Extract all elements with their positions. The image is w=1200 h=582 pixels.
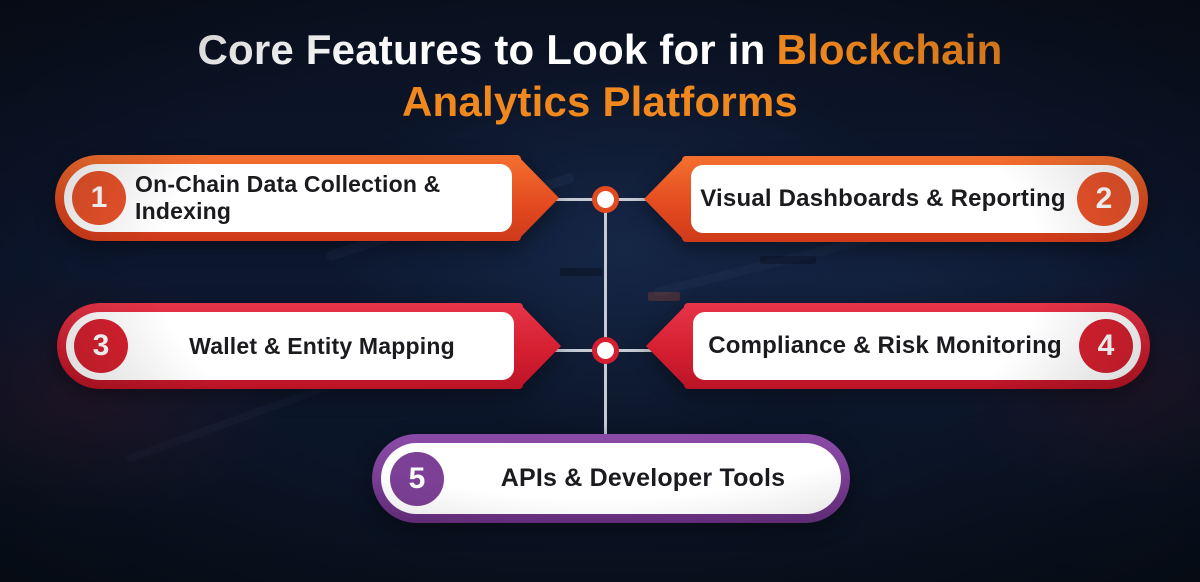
- page-title-line-2: Analytics Platforms: [402, 78, 798, 126]
- card-body: [381, 443, 841, 514]
- connector-node-1: [592, 186, 619, 213]
- background-circuit-bar: [648, 292, 680, 301]
- arrow-tip-right-icon: [519, 303, 561, 389]
- feature-card-5: 5 APIs & Developer Tools: [372, 434, 850, 523]
- feature-label: On-Chain Data Collection & Indexing: [135, 171, 441, 224]
- feature-card-4: 4 Compliance & Risk Monitoring: [646, 303, 1150, 389]
- background-streak: [125, 381, 334, 464]
- feature-number-badge: 5: [390, 451, 444, 506]
- feature-label: APIs & Developer Tools: [500, 464, 786, 492]
- arrow-tip-right-icon: [517, 155, 559, 241]
- card-body: [64, 164, 512, 232]
- title-text-white: Core Features to Look for in: [197, 26, 766, 73]
- card-body: [693, 312, 1141, 380]
- background-circuit-bar: [560, 268, 602, 276]
- feature-label: Compliance & Risk Monitoring: [708, 332, 1062, 359]
- background-circuit-bar: [760, 256, 816, 264]
- connector-vertical-line: [604, 199, 607, 439]
- feature-number-badge: 1: [72, 171, 126, 225]
- feature-label: Wallet & Entity Mapping: [189, 332, 455, 359]
- feature-label: Visual Dashboards & Reporting: [700, 185, 1066, 212]
- feature-card-1: 1 On-Chain Data Collection & Indexing: [55, 155, 559, 241]
- title-text-highlight: Blockchain: [776, 26, 1003, 73]
- card-body: [691, 165, 1139, 233]
- card-body: [66, 312, 514, 380]
- feature-card-3: 3 Wallet & Entity Mapping: [57, 303, 561, 389]
- arrow-tip-left-icon: [644, 156, 686, 242]
- connector-node-2: [592, 337, 619, 364]
- feature-number-badge: 4: [1079, 319, 1133, 373]
- arrow-tip-left-icon: [646, 303, 688, 389]
- feature-number-badge: 2: [1077, 172, 1131, 226]
- feature-number-badge: 3: [74, 319, 128, 373]
- feature-card-2: 2 Visual Dashboards & Reporting: [644, 156, 1148, 242]
